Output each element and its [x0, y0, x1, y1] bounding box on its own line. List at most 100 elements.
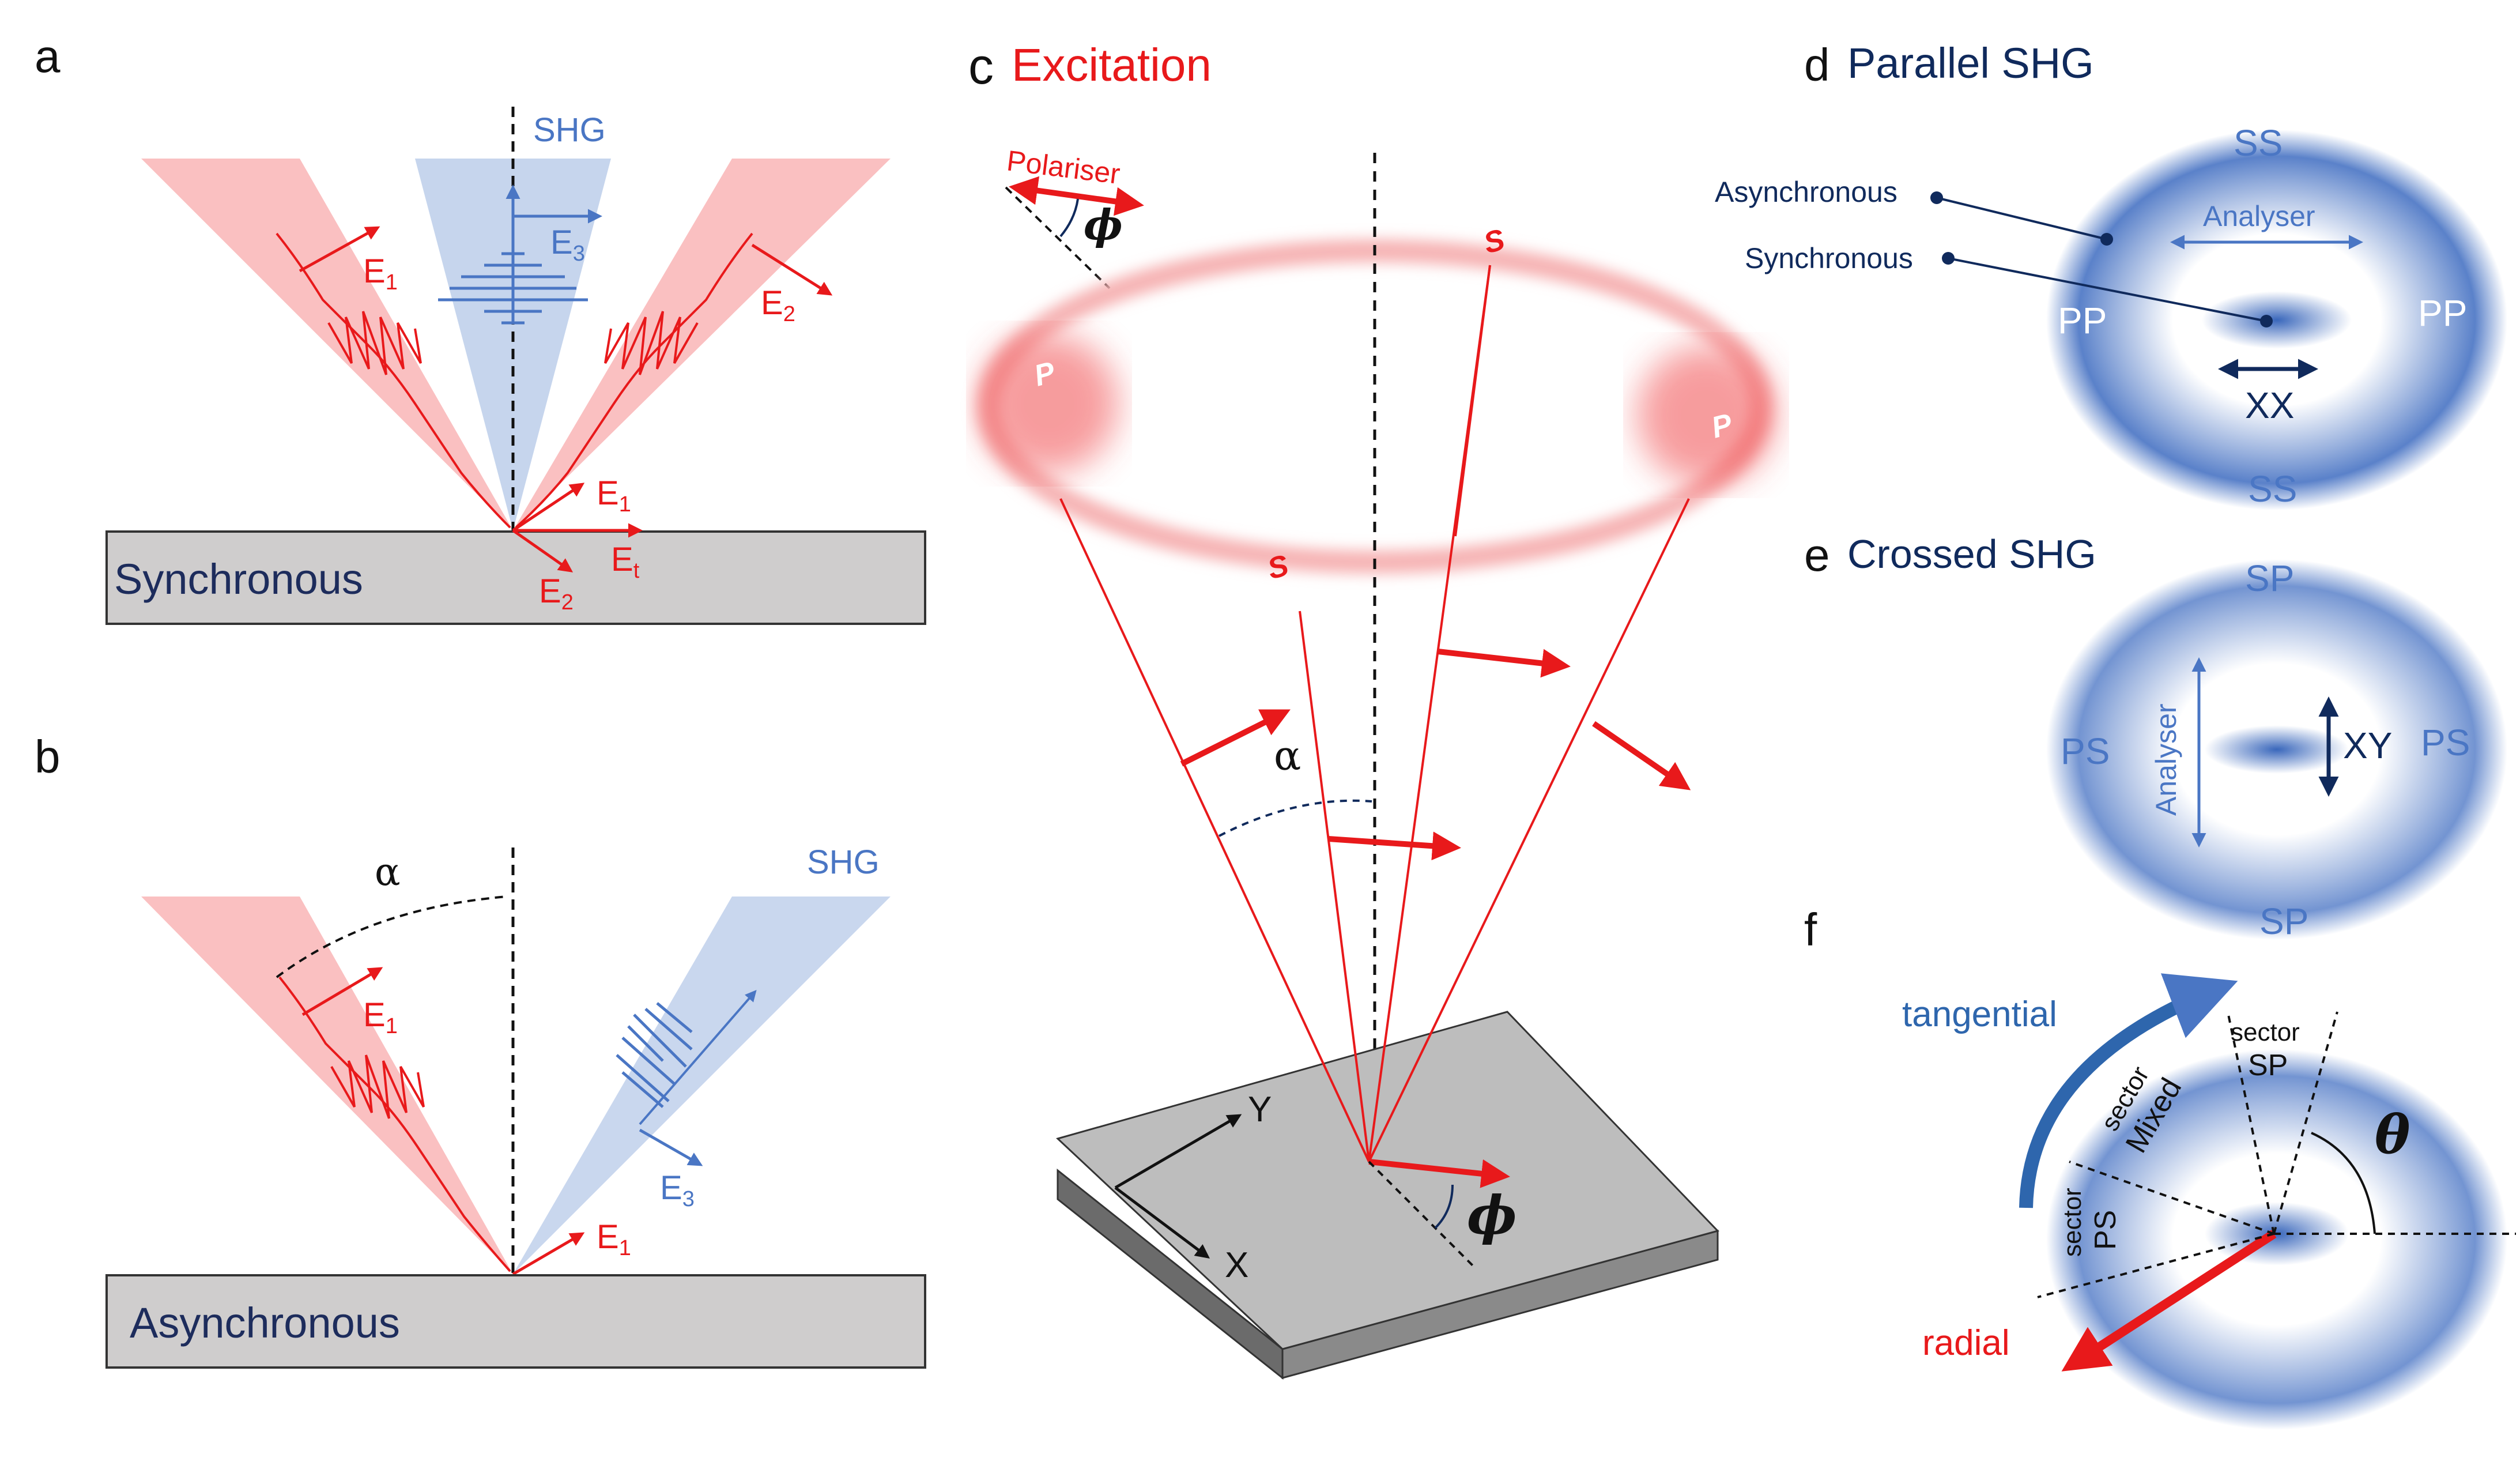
et-label: Et: [611, 541, 640, 583]
e1-arrow-b: [301, 967, 383, 1016]
polariser-reference: [1005, 186, 1111, 289]
sector-sp-name: SP: [2248, 1049, 2288, 1082]
sector-ps-word: sector: [2058, 1188, 2087, 1257]
field-arrow-4: [1328, 831, 1461, 861]
e1-surface-b: [512, 1232, 585, 1276]
parallel-center-spot: [2202, 291, 2352, 349]
panel-e-letter: e: [1804, 529, 1830, 581]
e1-arrow-left: [299, 226, 380, 273]
ss-top: SS: [2234, 122, 2283, 164]
e2-label: E2: [761, 284, 795, 326]
ray-p-left: [1059, 498, 1370, 1162]
e1-surface-label-b: E1: [597, 1218, 631, 1260]
field-arrow-5: [1368, 1159, 1510, 1188]
radial-label: radial: [1922, 1323, 2010, 1363]
e2-surface-label: E2: [539, 572, 574, 615]
polariser-angle-arc: [1059, 198, 1079, 238]
panel-f: f tangential radial θ sector SP sector M…: [1804, 904, 2516, 1430]
e2-surface-arrow: [512, 529, 574, 572]
field-arrow-3: [1592, 721, 1691, 790]
wavepacket-left: [327, 311, 422, 375]
xy-label: XY: [2343, 725, 2392, 766]
axis-y-label: Y: [1248, 1090, 1272, 1129]
ring-hot-left: [980, 334, 1118, 473]
e3-label: E3: [550, 224, 585, 266]
polariser-arrow: [1009, 176, 1144, 216]
sector-line-3: [2069, 1161, 2274, 1235]
e2-arrow-right: [751, 243, 833, 296]
alpha-c: α: [1274, 732, 1301, 779]
phi-top: ϕ: [1084, 200, 1123, 249]
panel-c-letter: c: [968, 37, 994, 95]
ss-bottom: SS: [2248, 468, 2297, 510]
shg-label: SHG: [533, 111, 606, 149]
phi-bottom: ϕ: [1467, 1184, 1517, 1246]
substrate-b: [105, 1274, 926, 1369]
synchronous-label: Synchronous: [1745, 242, 1913, 274]
ray-s-top-ext: [1454, 265, 1491, 537]
sector-line-4: [2037, 1233, 2274, 1298]
wave-left: [276, 232, 511, 529]
panel-b: b α SHG E1 E3 E1 Asynchronous: [35, 731, 926, 1369]
sector-sp-word: sector: [2231, 1018, 2300, 1046]
incident-beam-right: [513, 159, 891, 530]
axis-y-arrow: [1114, 1114, 1242, 1189]
theta-arc: [2311, 1132, 2376, 1234]
field-arrow-1: [1180, 709, 1291, 767]
sector-ps-label: sector PS: [2058, 1188, 2122, 1257]
wave-b: [278, 976, 511, 1272]
shg-wavepacket-b: [616, 1002, 693, 1108]
sp-bottom: SP: [2259, 901, 2308, 942]
e1-label: E1: [363, 253, 398, 295]
axis-x-label: X: [1225, 1245, 1248, 1285]
sector-ps-name: PS: [2089, 1210, 2122, 1250]
tangential-label: tangential: [1902, 995, 2057, 1034]
shg-beam: [415, 159, 611, 530]
wavepacket-b: [330, 1054, 425, 1119]
e1-surface-arrow: [512, 483, 585, 532]
panel-a: a SHG E1 E2 E3 Synchronous E1 Et E2: [35, 31, 926, 625]
shg-label-b: SHG: [807, 843, 880, 881]
panel-a-letter: a: [35, 31, 61, 82]
asynchronous-leader: [1936, 197, 2107, 240]
tangential-arrow: [2019, 973, 2238, 1208]
panel-b-letter: b: [35, 731, 61, 782]
panel-c: c Excitation Polariser ϕ P P S S Y X: [968, 37, 1775, 1380]
analyser-label-d: Analyser: [2203, 200, 2315, 232]
wavepacket-right: [604, 311, 699, 375]
incident-beam-left: [141, 159, 513, 530]
panel-d-letter: d: [1804, 39, 1830, 91]
alpha-b: α: [375, 850, 401, 894]
alpha-arc-b: [276, 895, 508, 978]
wave-right: [515, 232, 753, 529]
crossed-center-spot: [2205, 725, 2349, 774]
e3-arrow-b: [639, 1128, 703, 1166]
asynchronous-dot-start: [1930, 191, 1943, 204]
field-arrow-2: [1438, 649, 1571, 678]
e3-label-b: E3: [660, 1169, 695, 1211]
sp-top: SP: [2245, 558, 2294, 599]
analyser-label-e: Analyser: [2150, 703, 2182, 816]
shg-propagation-b: [639, 989, 757, 1125]
incident-beam-b: [141, 897, 513, 1274]
ps-right: PS: [2421, 722, 2470, 763]
asynchronous-label: Asynchronous: [1715, 176, 1897, 208]
asynchronous-dot-end: [2100, 233, 2113, 246]
ray-p-right: [1368, 498, 1690, 1162]
e1-label-b: E1: [363, 996, 398, 1038]
synchronous-dot-start: [1942, 252, 1955, 265]
axis-x-arrow: [1114, 1186, 1210, 1259]
panel-e: e Crossed SHG SP SP PS PS Analyser XY: [1804, 529, 2507, 942]
panel-c-title: Excitation: [1012, 39, 1212, 91]
pp-right: PP: [2418, 292, 2467, 334]
ps-left: PS: [2061, 730, 2110, 772]
panel-f-letter: f: [1804, 904, 1817, 955]
synchronous-leader: [1948, 257, 2267, 322]
theta-label: θ: [2375, 1103, 2410, 1166]
substrate-b-label: Asynchronous: [130, 1299, 400, 1347]
synchronous-dot-end: [2260, 315, 2273, 327]
phi-arc-bottom: [1434, 1184, 1454, 1229]
shg-beam-b: [513, 897, 891, 1274]
polariser-label: Polariser: [1005, 144, 1122, 190]
panel-e-title: Crossed SHG: [1847, 532, 2096, 577]
